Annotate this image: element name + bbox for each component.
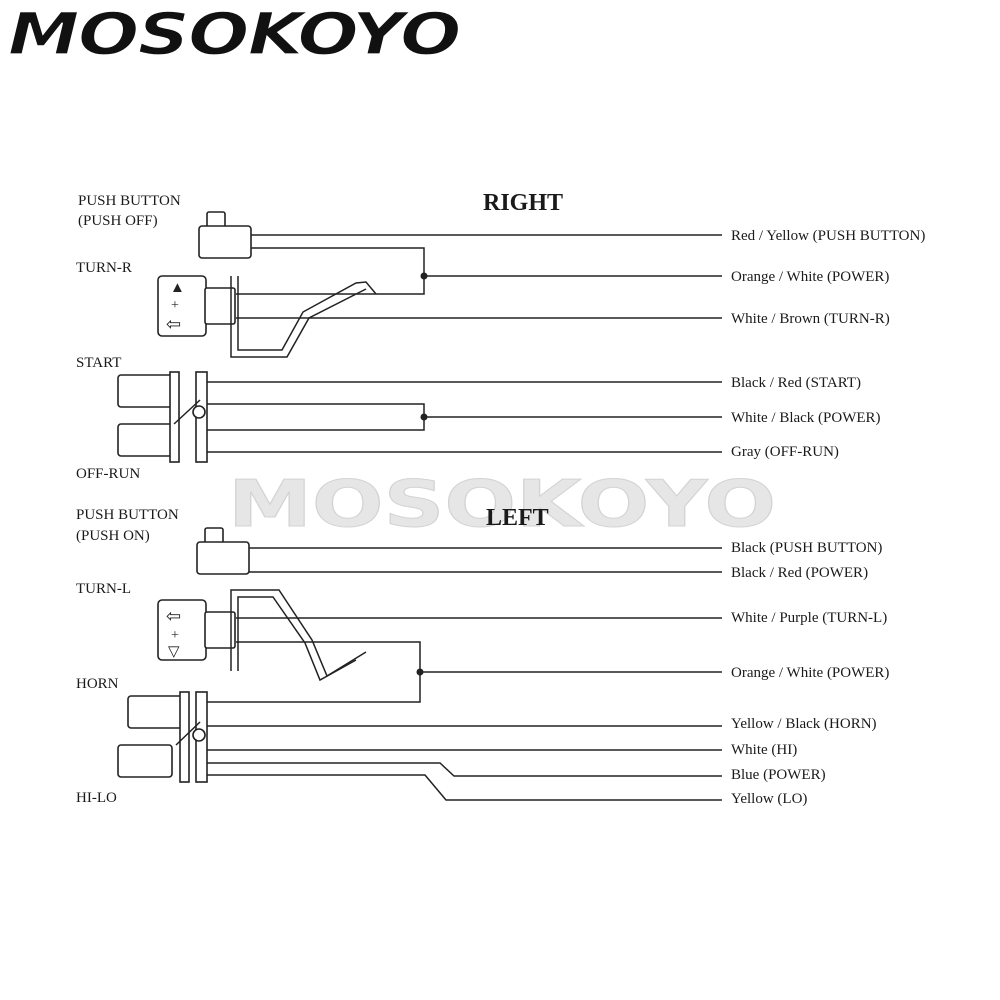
right-section-title: RIGHT: [483, 190, 563, 216]
left-junction: [207, 641, 421, 703]
left-push-on-label: (PUSH ON): [76, 528, 150, 544]
plus-icon: +: [171, 298, 179, 313]
left-wire-label-5: Yellow / Black (HORN): [731, 716, 877, 732]
left-wire-label-8: Yellow (LO): [731, 791, 807, 807]
left-push-button-label: PUSH BUTTON: [76, 507, 179, 523]
right-push-off-label: (PUSH OFF): [78, 213, 158, 229]
right-wire-label-3: White / Brown (TURN-R): [731, 311, 890, 327]
left-wire-label-3: White / Purple (TURN-L): [731, 610, 887, 626]
arrow-left-icon: ⇦: [166, 314, 181, 334]
left-wire-label-1: Black (PUSH BUTTON): [731, 540, 882, 556]
watermark-text: MOSOKOYO: [228, 468, 776, 542]
triangle-down-icon: ▽: [168, 644, 180, 660]
right-wire-label-1: Red / Yellow (PUSH BUTTON): [731, 228, 925, 244]
turn-l-label: TURN-L: [76, 581, 131, 597]
right-junction-1: [236, 247, 425, 295]
arrow-left-icon-l: ⇦: [166, 606, 181, 626]
left-wire-blue: [207, 762, 722, 777]
horn-hi-lo-switch: [117, 691, 208, 783]
left-wire-label-7: Blue (POWER): [731, 767, 826, 783]
turn-r-label: TURN-R: [76, 260, 132, 276]
brand-logo: MOSOKOYO: [7, 0, 461, 69]
hazard-icon: ▲: [170, 280, 185, 296]
right-wire-label-4: Black / Red (START): [731, 375, 861, 391]
right-wire-label-6: Gray (OFF-RUN): [731, 444, 839, 460]
right-wire-label-2: Orange / White (POWER): [731, 269, 889, 285]
off-run-label: OFF-RUN: [76, 466, 140, 482]
left-wire-yellow: [207, 774, 722, 801]
start-off-run-switch: [117, 371, 208, 463]
left-wire-label-4: Orange / White (POWER): [731, 665, 889, 681]
turn-r-switch: ▲ + ⇦: [157, 275, 377, 358]
right-wire-label-5: White / Black (POWER): [731, 410, 881, 426]
left-push-button: [196, 527, 250, 575]
horn-label: HORN: [76, 676, 119, 692]
left-wire-label-2: Black / Red (POWER): [731, 565, 868, 581]
plus-icon-l: +: [171, 628, 179, 643]
brand-logo-text: MOSOKOYO: [8, 0, 460, 68]
turn-l-switch: ⇦ + ▽: [157, 589, 367, 682]
start-label: START: [76, 355, 121, 371]
left-wire-label-6: White (HI): [731, 742, 797, 758]
hi-lo-label: HI-LO: [76, 790, 117, 806]
right-push-button-label: PUSH BUTTON: [78, 193, 181, 209]
right-junction-2: [207, 403, 425, 431]
right-push-button: [198, 211, 252, 259]
left-section-title: LEFT: [486, 505, 549, 531]
